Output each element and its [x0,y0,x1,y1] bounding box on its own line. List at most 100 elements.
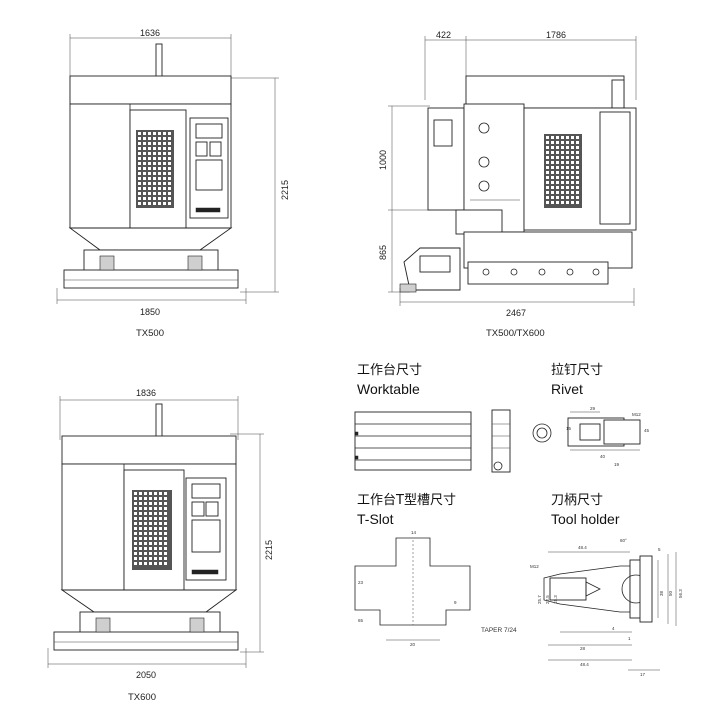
grid-cell [168,182,171,185]
grid-cell [576,156,579,159]
grid-cell [163,197,166,200]
grid-cell [158,182,161,185]
grid-cell [158,187,161,190]
grid-cell [143,192,146,195]
grid-cell [576,196,579,199]
dim-tx600-width-bottom: 2050 [136,670,156,680]
grid-cell [143,147,146,150]
grid-cell [138,137,141,140]
grid-cell [138,172,141,175]
grid-cell [138,152,141,155]
grid-cell [571,141,574,144]
grid-cell [153,132,156,135]
grid-cell [154,552,157,555]
grid-cell [138,132,141,135]
front-view-tx600: 1836 2215 2050 TX600 [47,388,274,703]
grid-cell [164,512,167,515]
dim-width-bottom: 1850 [140,307,160,317]
grid-cell [153,167,156,170]
grid-cell [143,142,146,145]
grid-cell [164,527,167,530]
grid-cell [144,502,147,505]
grid-cell [143,152,146,155]
grid-cell [153,137,156,140]
grid-cell [148,137,151,140]
grid-cell [139,547,142,550]
grid-cell [139,492,142,495]
grid-cell [571,171,574,174]
grid-cell [144,522,147,525]
grid-cell [546,161,549,164]
toolholder-en: Tool holder [551,511,620,527]
grid-cell [148,147,151,150]
grid-cell [163,177,166,180]
grid-cell [164,522,167,525]
grid-cell [139,537,142,540]
grid-cell [163,147,166,150]
front-view-tx500: 1636 2215 [56,28,290,339]
grid-cell [143,182,146,185]
grid-cell [134,537,137,540]
grid-cell [561,141,564,144]
grid-cell [164,517,167,520]
grid-cell [556,176,559,179]
grid-cell [168,172,171,175]
grid-cell [139,522,142,525]
rivet-dim-m12: M12 [632,412,641,417]
grid-cell [571,196,574,199]
grid-cell [144,527,147,530]
grid-cell [134,512,137,515]
grid-cell [163,167,166,170]
grid-cell [551,186,554,189]
grid-cell [153,197,156,200]
grid-cell [566,171,569,174]
th-dim-1: 1 [628,636,631,641]
grid-cell [566,181,569,184]
dim-side-total: 2467 [506,308,526,318]
grid-cell [168,147,171,150]
grid-cell [149,517,152,520]
grid-cell [154,547,157,550]
grid-cell [154,492,157,495]
rivet-dim-45: 45 [644,428,650,433]
th-dim-4: 4 [612,626,615,631]
grid-cell [149,552,152,555]
grid-cell [134,532,137,535]
th-dim-r1: 38 [659,590,664,596]
grid-cell [566,156,569,159]
dim-side-upper: 1000 [378,150,388,170]
grid-cell [148,172,151,175]
grid-cell [154,527,157,530]
grid-cell [551,171,554,174]
grid-cell [143,137,146,140]
grid-cell [576,181,579,184]
grid-cell [139,507,142,510]
th-dim-17: 17 [640,672,646,677]
grid-cell [158,152,161,155]
grid-cell [571,161,574,164]
grid-cell [556,141,559,144]
grid-cell [149,492,152,495]
grid-cell [551,196,554,199]
tslot-en: T-Slot [357,511,394,527]
grid-cell [164,507,167,510]
grid-cell [154,557,157,560]
grid-cell [163,187,166,190]
rivet-zh: 拉钉尺寸 [551,363,603,378]
grid-cell [571,176,574,179]
tslot-detail: 工作台T型槽尺寸 T-Slot 14 23 9 65 20 [354,493,471,647]
th-dim-m12: M12 [530,564,539,569]
grid-cell [154,512,157,515]
grid-cell [148,152,151,155]
grid-cell [168,177,171,180]
grid-cell [134,542,137,545]
grid-cell [551,176,554,179]
grid-cell [144,507,147,510]
grid-cell [144,512,147,515]
grid-cell [153,182,156,185]
tslot-dim-23: 23 [358,580,364,585]
grid-cell [556,151,559,154]
grid-cell [168,157,171,160]
grid-cell [571,156,574,159]
dim-width-top: 1636 [140,28,160,38]
